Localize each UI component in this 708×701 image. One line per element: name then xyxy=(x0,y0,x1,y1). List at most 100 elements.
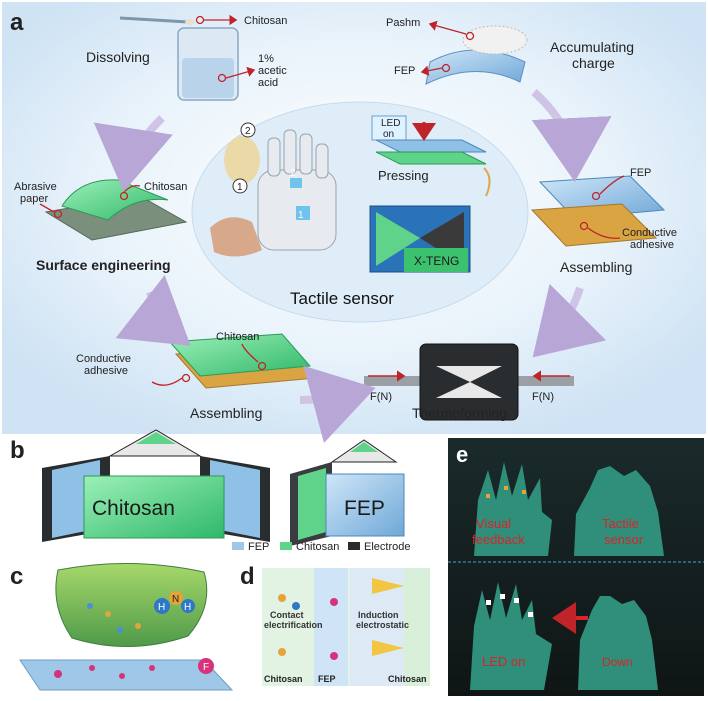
legend-electrode: Electrode xyxy=(364,541,410,553)
abrasive-marker xyxy=(53,209,63,219)
panel-d: d Contact electrification Induction elec… xyxy=(240,563,430,686)
robot-finger xyxy=(283,129,297,175)
al-adhesive-arrow xyxy=(151,377,183,386)
flow-arrow xyxy=(531,89,612,182)
thermoforming-title: Thermoforming xyxy=(412,405,507,421)
led-label-1: LED xyxy=(381,118,400,129)
finger-label-2: 2 xyxy=(290,168,296,179)
f-atom xyxy=(149,665,155,671)
acc-fep-arrow xyxy=(420,65,443,76)
chitosan-device-front xyxy=(83,475,225,539)
glove-bottom-right xyxy=(578,596,658,690)
press-rod-right xyxy=(514,376,574,386)
accumulating-step: Pashm FEP Accumulating charge xyxy=(386,17,634,85)
press-rod-left xyxy=(364,376,424,386)
h-atom-2 xyxy=(181,599,195,613)
held-object xyxy=(224,136,260,184)
legend-swatch-fep xyxy=(232,542,244,550)
molecule xyxy=(105,611,111,617)
pashm-label: Pashm xyxy=(386,17,420,29)
pashm-arrow xyxy=(428,20,467,35)
visual-feedback-label-1: Visual xyxy=(476,516,511,531)
finger-number-1 xyxy=(232,178,248,194)
dissolving-chitosan-label: Chitosan xyxy=(244,15,287,27)
human-hand xyxy=(210,217,262,257)
led-label-2: on xyxy=(383,129,394,140)
down-label: Down xyxy=(602,655,633,669)
surface-engineering-step: Abrasive paper Chitosan Surface engineer… xyxy=(14,179,188,273)
pressing-label: Pressing xyxy=(378,168,429,183)
chitosan-device-label: Chitosan xyxy=(92,497,175,520)
d-f-atom xyxy=(330,598,338,606)
legend-chitosan: Chitosan xyxy=(296,541,339,553)
tactile-sensor-label-2: sensor xyxy=(604,532,644,547)
acc-fep-marker xyxy=(441,63,451,73)
mold-x-top xyxy=(436,366,502,382)
ar-fep-arrow xyxy=(599,175,625,195)
chitosan-marker xyxy=(195,15,205,25)
robot-finger xyxy=(315,143,329,179)
pressing-device-bottom xyxy=(375,151,487,165)
fep-device-label: FEP xyxy=(344,497,385,520)
al-conductive-label-1: Conductive xyxy=(76,353,131,365)
acid-marker xyxy=(217,73,227,83)
assembling-left-title: Assembling xyxy=(190,405,262,421)
panel-a-letter: a xyxy=(10,9,24,36)
panel-c: c H N H F xyxy=(10,562,234,691)
robot-finger xyxy=(267,137,281,177)
flow-arrow xyxy=(299,365,376,444)
panel-e: e Visual feedback Tactile sensor LED on … xyxy=(448,438,704,696)
flow-arrow xyxy=(532,283,607,358)
f-atom xyxy=(89,665,95,671)
thermoforming-mold xyxy=(419,343,519,421)
d-bottom-chitosan-right: Chitosan xyxy=(388,674,427,684)
molecule xyxy=(117,627,123,633)
d-induction-label-1: Induction xyxy=(358,610,399,620)
d-contact-label-2: electrification xyxy=(264,620,323,630)
al-chitosan-label: Chitosan xyxy=(216,331,259,343)
sensor-dot xyxy=(522,490,526,494)
flow-arrows xyxy=(93,89,612,444)
legend-fep: FEP xyxy=(248,541,269,553)
panel-d-letter: d xyxy=(240,563,255,590)
led-dot xyxy=(486,600,491,605)
glove-top-left xyxy=(474,462,552,556)
ar-conductive-label-1: Conductive xyxy=(622,227,677,239)
d-fep-strip xyxy=(314,568,348,686)
finger-number-2 xyxy=(240,122,256,138)
h-atom-2-label: H xyxy=(184,602,191,613)
h-atom-label: H xyxy=(158,602,165,613)
dissolving-title: Dissolving xyxy=(86,49,150,65)
acid-arrow xyxy=(225,66,256,79)
xteng-label: X-TENG xyxy=(414,254,459,268)
d-bottom-fep: FEP xyxy=(318,674,336,684)
xteng-left-wing xyxy=(376,212,420,266)
accumulating-title-2: charge xyxy=(572,55,615,71)
d-triangle xyxy=(372,578,404,594)
led-dot xyxy=(514,598,519,603)
flow-arrow xyxy=(93,115,173,192)
fep-device-top-stripe xyxy=(350,442,378,452)
fep-device-front xyxy=(325,473,405,537)
molecule xyxy=(135,623,141,629)
visual-feedback-label-2: feedback xyxy=(472,532,525,547)
d-n-atom xyxy=(278,594,286,602)
acid-label-3: acid xyxy=(258,77,278,89)
d-bottom-chitosan-left: Chitosan xyxy=(264,674,303,684)
finger-label-1: 1 xyxy=(298,210,304,221)
f-atom xyxy=(119,673,125,679)
assembling-left-step: Chitosan Conductive adhesive Assembling xyxy=(76,331,318,421)
ar-fep-label: FEP xyxy=(630,167,651,179)
finger-number-2-label: 2 xyxy=(245,126,251,137)
n-atom xyxy=(169,591,183,605)
d-triangle xyxy=(372,640,404,656)
f-atom-large xyxy=(198,658,214,674)
panel-b-letter: b xyxy=(10,437,25,464)
al-chitosan-arrow xyxy=(241,343,259,363)
led-dot xyxy=(500,594,505,599)
beaker-liquid xyxy=(182,58,234,98)
n-atom-label: N xyxy=(172,594,179,605)
acc-fep-label: FEP xyxy=(394,65,415,77)
ar-conductive-label-2: adhesive xyxy=(630,239,674,251)
